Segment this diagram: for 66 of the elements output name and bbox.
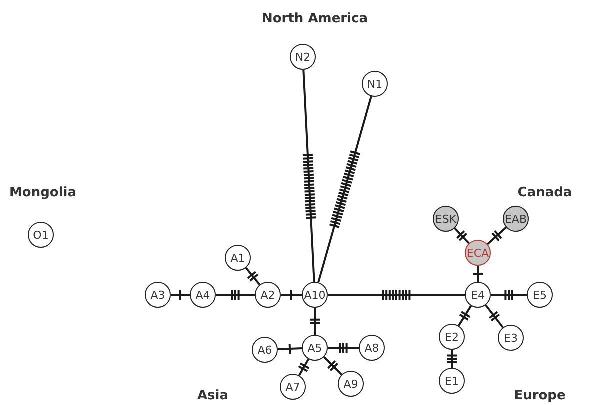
haplotype-label: A6: [258, 344, 272, 356]
haplotype-label: A7: [286, 380, 300, 394]
haplotype-circle: [302, 282, 328, 308]
region-label: Europe: [514, 388, 566, 404]
haplotype-circle: [359, 335, 385, 361]
haplotype-label: A3: [150, 288, 166, 302]
haplotype-label: O1: [33, 228, 49, 242]
haplotype-circle: [465, 282, 491, 308]
haplotype-circle: [439, 324, 465, 350]
mutation-link: [245, 267, 261, 286]
haplotype-circle: [225, 245, 251, 271]
mutation-link: [170, 289, 191, 301]
mutation-link: [446, 349, 458, 369]
mutation-link: [484, 304, 504, 329]
haplotype-label: A1: [230, 252, 246, 264]
haplotype-label: N1: [367, 78, 383, 90]
mutation-link: [309, 307, 321, 336]
mutation-link: [323, 356, 343, 376]
haplotype-label: E3: [504, 332, 518, 344]
haplotype-label: ESK: [435, 212, 457, 226]
haplotype-circle: [498, 325, 524, 351]
haplotype-label: E4: [471, 288, 485, 302]
haplotype-circle: [338, 371, 364, 397]
haplotype-label: A10: [304, 288, 326, 302]
region-label: Canada: [518, 186, 572, 200]
haplotype-circle: [465, 240, 491, 266]
haplotype-label: A4: [196, 288, 210, 302]
haplotype-circle: [433, 206, 459, 232]
mutation-link: [490, 289, 528, 301]
region-label: Mongolia: [9, 186, 77, 200]
mutation-link: [215, 289, 256, 301]
mutation-link: [298, 358, 310, 377]
haplotype-label: E1: [445, 374, 459, 388]
haplotype-circle: [145, 282, 171, 308]
mutation-link: [327, 342, 360, 354]
haplotype-circle: [28, 222, 54, 248]
haplotype-label: E2: [445, 330, 459, 344]
mutation-link: [458, 305, 472, 327]
mutation-link: [302, 68, 318, 284]
mutation-link: [280, 289, 303, 301]
haplotype-label: A8: [364, 342, 380, 354]
region-label: Asia: [197, 388, 229, 404]
mutation-link: [327, 289, 466, 301]
haplotype-circle: [527, 282, 553, 308]
haplotype-circle: [255, 282, 281, 308]
haplotype-circle: [302, 335, 328, 361]
haplotype-label: A9: [344, 378, 358, 390]
haplotype-label: N2: [295, 50, 311, 64]
haplotype-label: EAB: [504, 212, 528, 226]
haplotype-label: ECA: [466, 246, 490, 260]
haplotype-circle: [362, 71, 388, 97]
haplotype-circle: [190, 282, 216, 308]
mutation-link: [486, 226, 508, 246]
haplotype-circle: [503, 206, 529, 232]
haplotype-label: A2: [260, 288, 276, 302]
mutation-link: [454, 227, 470, 245]
haplotype-circle: [290, 44, 316, 70]
haplotype-label: E5: [533, 288, 547, 302]
haplotype-circle: [252, 337, 278, 363]
haplotype-circle: [280, 374, 306, 400]
mutation-link: [277, 343, 303, 355]
haplotype-circle: [439, 368, 465, 394]
haplotype-label: A5: [308, 342, 322, 354]
region-label: North America: [262, 12, 368, 26]
mutation-link: [318, 96, 372, 284]
mutation-link: [472, 265, 484, 283]
